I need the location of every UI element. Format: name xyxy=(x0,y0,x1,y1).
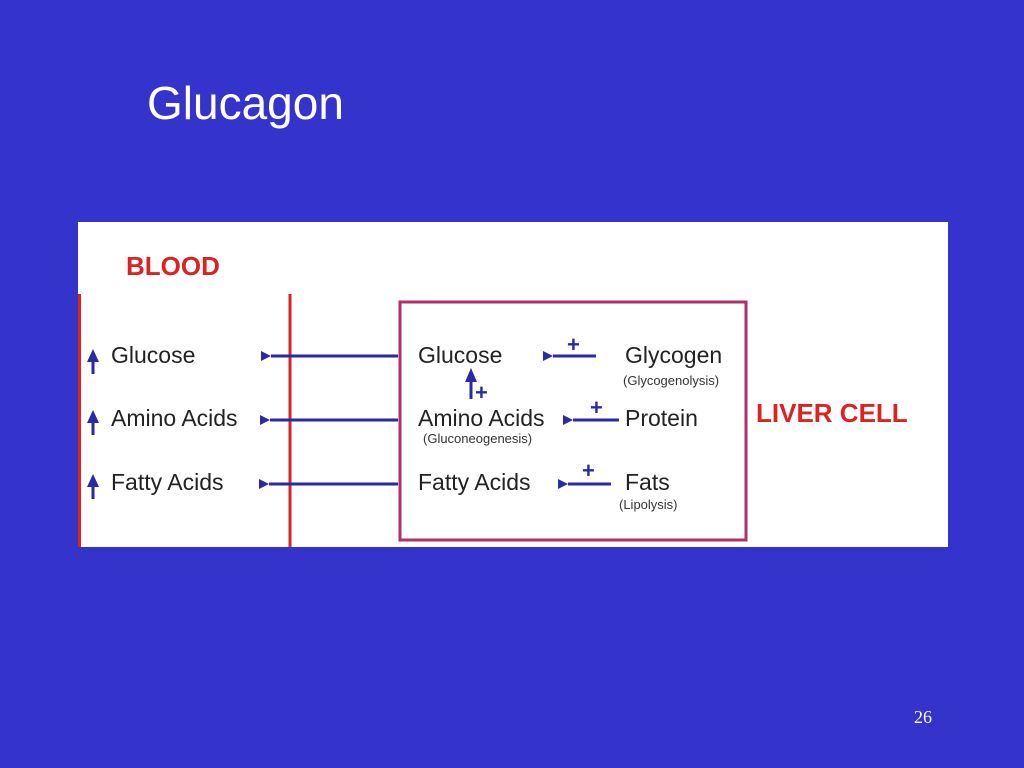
increase-fatty-acids-icon xyxy=(87,474,99,499)
gluconeogenesis-note: (Gluconeogenesis) xyxy=(423,431,532,446)
fats-label: Fats xyxy=(625,469,670,495)
blood-fatty-acids-label: Fatty Acids xyxy=(111,469,223,495)
liver-cell-box xyxy=(398,300,748,542)
liver-fatty-acids-label: Fatty Acids xyxy=(418,469,530,495)
page-number: 26 xyxy=(914,707,932,727)
gluconeogenesis-plus-sign: + xyxy=(475,380,488,405)
lipolysis-plus-sign: + xyxy=(582,458,595,483)
gluconeogenesis-arrow xyxy=(465,368,477,399)
slide-title: Glucagon xyxy=(147,77,344,129)
glycogenolysis-note: (Glycogenolysis) xyxy=(623,373,719,388)
blood-glucose-label: Glucose xyxy=(111,342,195,368)
increase-amino-acids-icon xyxy=(87,410,99,435)
lipolysis-note: (Lipolysis) xyxy=(619,497,678,512)
liver-cell-label: LIVER CELL xyxy=(756,398,908,428)
liver-amino-acids-label: Amino Acids xyxy=(418,405,545,431)
diagram-panel: BLOOD LIVER CELL Glucose Amino Acids Fat… xyxy=(78,222,948,547)
blood-label: BLOOD xyxy=(126,251,220,281)
glucagon-diagram: BLOOD LIVER CELL Glucose Amino Acids Fat… xyxy=(78,251,908,547)
liver-glucose-label: Glucose xyxy=(418,342,502,368)
glycogenolysis-plus-sign: + xyxy=(567,332,580,357)
protein-label: Protein xyxy=(625,405,698,431)
blood-amino-acids-label: Amino Acids xyxy=(111,405,238,431)
protein-plus-sign: + xyxy=(590,395,603,420)
glycogen-label: Glycogen xyxy=(625,342,722,368)
increase-glucose-icon xyxy=(87,349,99,374)
